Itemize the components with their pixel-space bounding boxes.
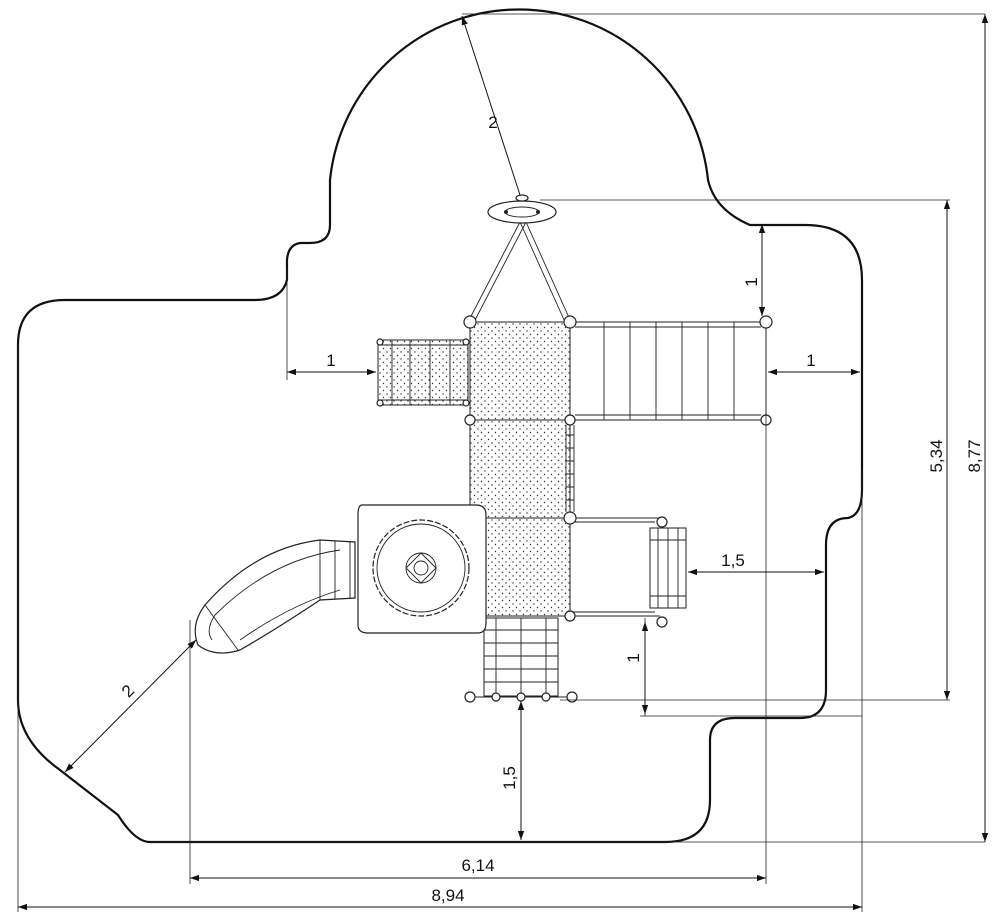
deck-top bbox=[469, 321, 571, 421]
dim-radius-top: 2 bbox=[488, 113, 497, 132]
play-structure bbox=[194, 194, 773, 703]
dim-total-height: 8,77 bbox=[965, 439, 984, 472]
net-ladder bbox=[464, 617, 578, 703]
dim-radius-slide: 2 bbox=[118, 681, 138, 701]
dim-clearance-right-bridge: 1 bbox=[806, 351, 815, 370]
deck-middle bbox=[469, 419, 571, 519]
slide-platform bbox=[357, 504, 487, 634]
safety-zone-outline bbox=[16, 8, 864, 844]
rope-swing bbox=[467, 194, 572, 323]
side-climber bbox=[570, 516, 687, 628]
dim-equipment-height: 5,34 bbox=[927, 439, 946, 472]
flower-ornament bbox=[372, 519, 470, 617]
bridge bbox=[569, 321, 767, 421]
dim-equipment-width: 6,14 bbox=[461, 856, 494, 875]
chain bbox=[565, 425, 575, 512]
deck-bottom bbox=[469, 517, 571, 617]
dimension-lines bbox=[17, 13, 989, 912]
slide bbox=[194, 539, 356, 654]
left-ladder bbox=[376, 338, 470, 407]
dim-clearance-left-ladder: 1 bbox=[326, 351, 335, 370]
dim-clearance-climber-side: 1,5 bbox=[721, 551, 745, 570]
dim-total-width: 8,94 bbox=[431, 886, 464, 905]
dim-clearance-net-bottom: 1,5 bbox=[500, 766, 519, 790]
dim-clearance-climber-bottom: 1 bbox=[624, 653, 643, 662]
dim-clearance-top-bridge: 1 bbox=[742, 277, 761, 286]
